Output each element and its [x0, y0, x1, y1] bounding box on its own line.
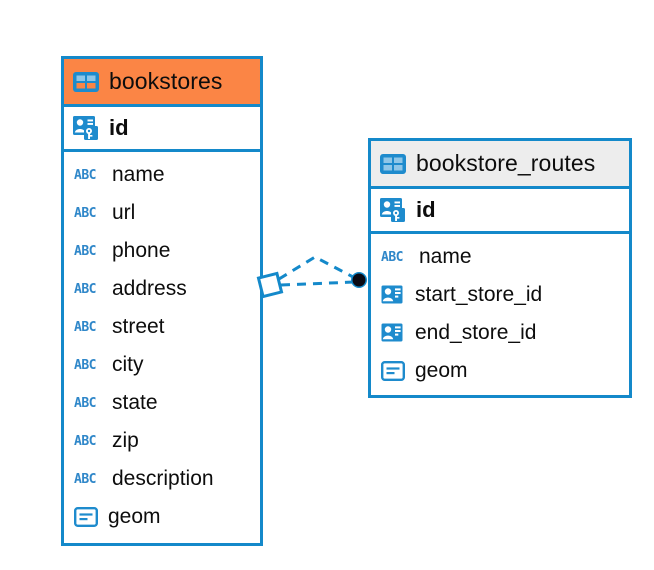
table-title: bookstores: [109, 68, 223, 94]
field-label: description: [112, 467, 214, 490]
abc-icon: ABC: [74, 357, 96, 373]
field-label: address: [112, 277, 187, 300]
field-label: id: [416, 197, 436, 222]
geometry-icon: [381, 361, 406, 382]
field-list-bookstores: ABC name ABC url ABC phone ABC address A…: [64, 152, 260, 536]
field-row-id[interactable]: id: [64, 107, 260, 152]
table-title: bookstore_routes: [416, 150, 596, 176]
field-label: end_store_id: [415, 321, 537, 344]
field-row-end-store-id[interactable]: end_store_id: [371, 314, 629, 352]
geometry-icon: [74, 507, 99, 528]
er-table-bookstore-routes[interactable]: bookstore_routes id ABC n: [368, 138, 632, 398]
field-row-address[interactable]: ABC address: [64, 270, 260, 308]
field-label: geom: [415, 359, 468, 382]
field-label: name: [419, 245, 472, 268]
field-row-geom[interactable]: geom: [64, 498, 260, 536]
relationship-circle-marker: [352, 273, 366, 287]
field-list-bookstore-routes: ABC name start_store_id: [371, 234, 629, 390]
field-row-url[interactable]: ABC url: [64, 194, 260, 232]
abc-icon: ABC: [74, 319, 96, 335]
abc-icon: ABC: [74, 205, 96, 221]
field-row-name[interactable]: ABC name: [64, 156, 260, 194]
relationship-line-arc: [278, 255, 356, 281]
abc-icon: ABC: [74, 471, 96, 487]
relationship-line-straight: [280, 280, 356, 287]
er-table-bookstores[interactable]: bookstores id ABC name: [61, 56, 263, 546]
foreign-key-icon: [381, 323, 405, 343]
field-row-description[interactable]: ABC description: [64, 460, 260, 498]
field-row-state[interactable]: ABC state: [64, 384, 260, 422]
abc-icon: ABC: [381, 249, 403, 265]
field-row-zip[interactable]: ABC zip: [64, 422, 260, 460]
field-label: phone: [112, 239, 171, 262]
field-label: geom: [108, 505, 161, 528]
field-row-phone[interactable]: ABC phone: [64, 232, 260, 270]
field-label: zip: [112, 429, 139, 452]
field-row-geom[interactable]: geom: [371, 352, 629, 390]
table-header-bookstore-routes[interactable]: bookstore_routes: [371, 141, 629, 189]
foreign-key-icon: [381, 285, 405, 305]
field-row-id[interactable]: id: [371, 189, 629, 234]
field-label: street: [112, 315, 165, 338]
field-label: name: [112, 163, 165, 186]
abc-icon: ABC: [74, 281, 96, 297]
field-row-street[interactable]: ABC street: [64, 308, 260, 346]
field-row-name[interactable]: ABC name: [371, 238, 629, 276]
primary-key-icon: [73, 116, 99, 140]
table-header-bookstores[interactable]: bookstores: [64, 59, 260, 107]
relationship-connector: [256, 255, 367, 299]
table-icon: [73, 71, 99, 92]
field-label: url: [112, 201, 136, 224]
field-label: state: [112, 391, 158, 414]
field-label: start_store_id: [415, 283, 543, 306]
field-label: id: [109, 115, 129, 140]
field-row-city[interactable]: ABC city: [64, 346, 260, 384]
primary-key-icon: [380, 198, 406, 222]
field-label: city: [112, 353, 144, 376]
abc-icon: ABC: [74, 433, 96, 449]
relationship-circle-ring: [351, 272, 367, 288]
table-icon: [380, 153, 406, 174]
field-row-start-store-id[interactable]: start_store_id: [371, 276, 629, 314]
abc-icon: ABC: [74, 395, 96, 411]
abc-icon: ABC: [74, 243, 96, 259]
abc-icon: ABC: [74, 167, 96, 183]
